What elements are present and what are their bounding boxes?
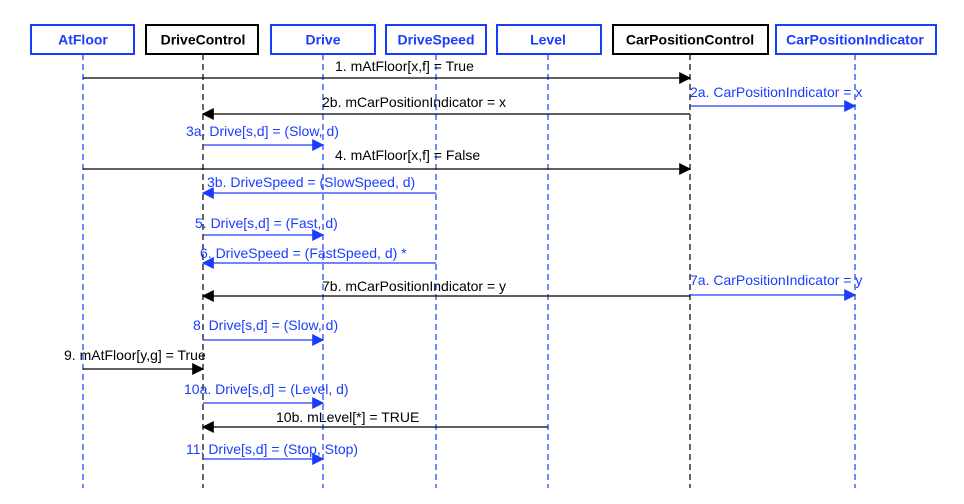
message-label: 11. Drive[s,d] = (Stop, Stop): [186, 441, 358, 457]
object-drive-control: DriveControl: [145, 24, 259, 55]
object-box-at-floor: [30, 24, 135, 55]
object-car-position-control: CarPositionControl: [612, 24, 769, 55]
object-box-drive-control: [145, 24, 259, 55]
message-8: 6. DriveSpeed = (FastSpeed, d) *: [200, 245, 436, 269]
object-car-position-indicator: CarPositionIndicator: [775, 24, 937, 55]
message-label: 2b. mCarPositionIndicator = x: [322, 94, 506, 110]
message-label: 7b. mCarPositionIndicator = y: [322, 278, 506, 294]
message-9: 7a. CarPositionIndicator = y: [690, 272, 862, 301]
message-label: 1. mAtFloor[x,f] = True: [335, 58, 474, 74]
object-box-level: [496, 24, 602, 55]
message-label: 6. DriveSpeed = (FastSpeed, d) *: [200, 245, 407, 261]
object-label: CarPositionIndicator: [786, 32, 924, 48]
object-drive-speed: DriveSpeed: [385, 24, 487, 55]
object-box-car-position-indicator: [775, 24, 937, 55]
message-1: 1. mAtFloor[x,f] = True: [83, 58, 692, 84]
object-at-floor: AtFloor: [30, 24, 135, 55]
message-label: 10a. Drive[s,d] = (Level, d): [184, 381, 349, 397]
message-10: 7b. mCarPositionIndicator = y: [201, 278, 690, 302]
messages: 1. mAtFloor[x,f] = True 2a. CarPositionIn…: [64, 58, 862, 465]
object-level: Level: [496, 24, 602, 55]
message-7: 5. Drive[s,d] = (Fast, d): [195, 215, 338, 241]
object-label: DriveSpeed: [397, 32, 474, 48]
message-label: 9. mAtFloor[y,g] = True: [64, 347, 206, 363]
message-label: 5. Drive[s,d] = (Fast, d): [195, 215, 338, 231]
message-12: 9. mAtFloor[y,g] = True: [64, 347, 206, 375]
object-label: DriveControl: [161, 32, 246, 48]
object-label: Level: [530, 32, 566, 48]
message-13: 10a. Drive[s,d] = (Level, d): [184, 381, 349, 409]
message-label: 7a. CarPositionIndicator = y: [690, 272, 862, 288]
message-label: 3b. DriveSpeed = (SlowSpeed, d): [207, 174, 415, 190]
message-label: 3a. Drive[s,d] = (Slow, d): [186, 123, 339, 139]
message-5: 4. mAtFloor[x,f] = False: [83, 147, 692, 175]
message-6: 3b. DriveSpeed = (SlowSpeed, d): [201, 174, 436, 199]
message-14: 10b. mLevel[*] = TRUE: [201, 409, 548, 433]
message-label: 2a. CarPositionIndicator = x: [690, 84, 862, 100]
lifelines: [82, 54, 856, 488]
message-label: 4. mAtFloor[x,f] = False: [335, 147, 480, 163]
object-headers: AtFloor DriveControl Drive DriveSpeed Level C…: [30, 24, 937, 55]
message-label: 10b. mLevel[*] = TRUE: [276, 409, 419, 425]
object-box-drive-speed: [385, 24, 487, 55]
object-box-drive: [270, 24, 376, 55]
message-11: 8. Drive[s,d] = (Slow, d): [193, 317, 338, 346]
message-15: 11. Drive[s,d] = (Stop, Stop): [186, 441, 358, 465]
object-label: Drive: [305, 32, 340, 48]
object-drive: Drive: [270, 24, 376, 55]
message-label: 8. Drive[s,d] = (Slow, d): [193, 317, 338, 333]
message-3: 2b. mCarPositionIndicator = x: [201, 94, 690, 120]
object-box-car-position-control: [612, 24, 769, 55]
object-label: CarPositionControl: [626, 32, 754, 48]
message-2: 2a. CarPositionIndicator = x: [690, 84, 862, 112]
message-4: 3a. Drive[s,d] = (Slow, d): [186, 123, 339, 151]
object-label: AtFloor: [58, 32, 108, 48]
